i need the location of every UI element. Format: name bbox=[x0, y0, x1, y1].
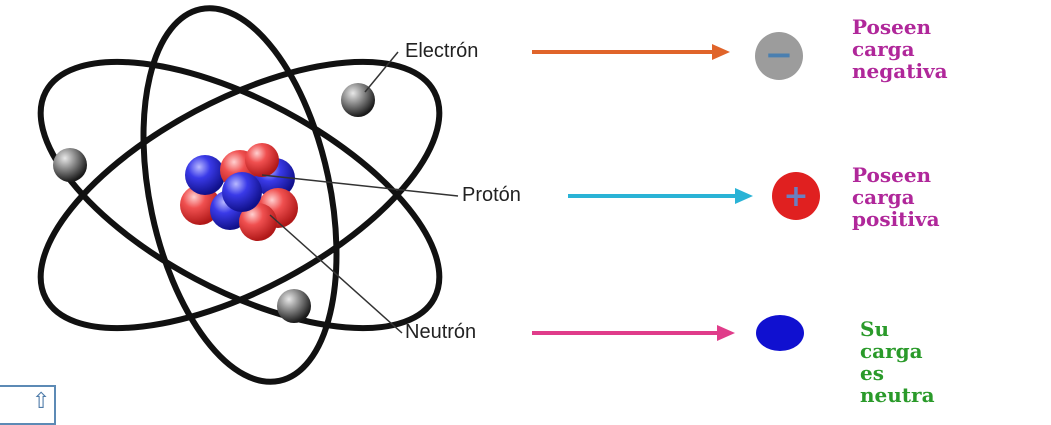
pointer-lines bbox=[261, 51, 459, 334]
orbit-tilted-up bbox=[37, 58, 443, 332]
proton-desc-line: carga bbox=[852, 185, 915, 209]
electron-description: Poseen carga negativa bbox=[852, 16, 948, 82]
neutron-desc-line: carga bbox=[860, 339, 923, 363]
charge-symbols: − + bbox=[755, 32, 820, 351]
electrons bbox=[53, 83, 375, 323]
proton-desc-line: positiva bbox=[852, 207, 940, 231]
negative-charge-circle bbox=[755, 32, 803, 80]
proton-sphere bbox=[180, 185, 220, 225]
arrows bbox=[532, 44, 753, 341]
proton-pointer bbox=[261, 174, 459, 197]
neutron-description: Su carga es neutra bbox=[860, 318, 935, 406]
electron-sphere bbox=[341, 83, 375, 117]
neutron-desc-line: neutra bbox=[860, 383, 935, 407]
nucleus bbox=[180, 143, 298, 241]
orbit-tilted-down bbox=[37, 58, 443, 332]
negative-sign: − bbox=[765, 35, 794, 75]
electron-sphere bbox=[53, 148, 87, 182]
neutron-sphere bbox=[185, 155, 225, 195]
electron-pointer bbox=[364, 51, 399, 93]
proton-arrow-head bbox=[735, 188, 753, 204]
neutral-charge-circle bbox=[756, 315, 804, 351]
scroll-up-box[interactable]: ⇧ bbox=[0, 385, 56, 425]
proton-description: Poseen carga positiva bbox=[852, 164, 940, 230]
neutron-arrow-head bbox=[717, 325, 735, 341]
proton-desc-line: Poseen bbox=[852, 163, 932, 187]
electron-desc-line: Poseen bbox=[852, 15, 932, 39]
neutron-label: Neutrón bbox=[405, 321, 477, 343]
electron-desc-line: negativa bbox=[852, 59, 948, 83]
orbit-vertical bbox=[140, 5, 340, 385]
electron-sphere bbox=[277, 289, 311, 323]
electron-label: Electrón bbox=[405, 40, 479, 62]
neutron-sphere bbox=[222, 172, 262, 212]
neutron-desc-line: Su bbox=[860, 317, 889, 341]
up-arrow-icon: ⇧ bbox=[32, 389, 51, 414]
orbits bbox=[37, 5, 443, 385]
positive-charge-circle bbox=[772, 172, 820, 220]
proton-sphere bbox=[245, 143, 279, 177]
electron-desc-line: carga bbox=[852, 37, 915, 61]
neutron-desc-line: es bbox=[860, 361, 884, 385]
electron-arrow-head bbox=[712, 44, 730, 60]
neutron-pointer bbox=[269, 214, 403, 334]
positive-sign: + bbox=[783, 179, 808, 214]
proton-sphere bbox=[239, 203, 277, 241]
proton-label: Protón bbox=[462, 184, 521, 206]
